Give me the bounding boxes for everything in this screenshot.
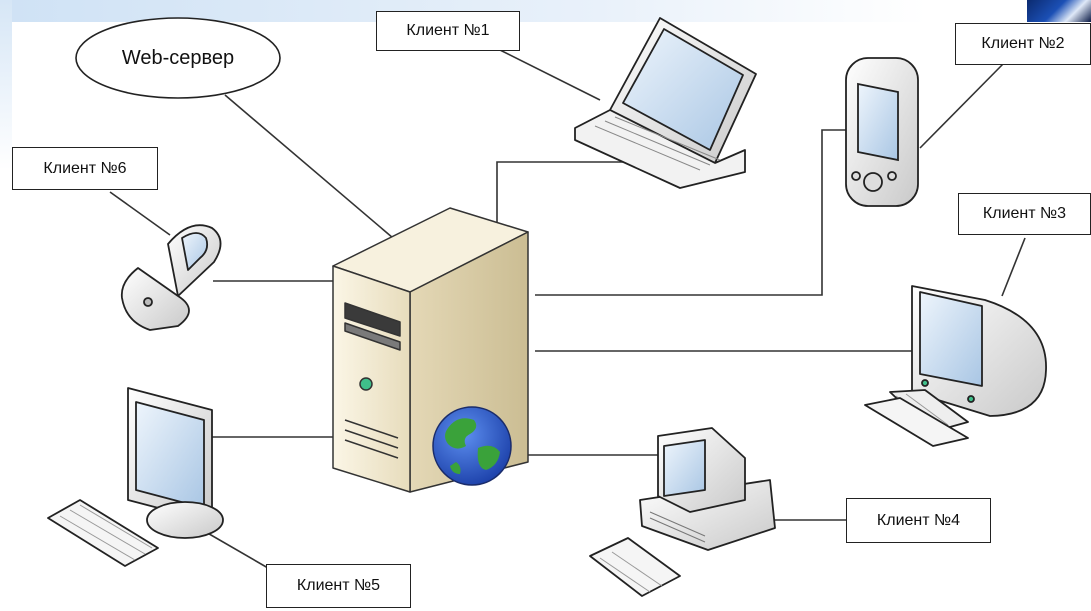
line-client2-callout [919,61,1006,149]
client-4-label: Клиент №4 [846,498,991,543]
client-6-label: Клиент №6 [12,147,158,190]
client-2-label: Клиент №2 [955,23,1091,65]
line-server-client2 [535,129,846,296]
desktop-pc-icon [589,427,776,597]
line-webserver-callout [224,94,394,239]
pda-icon [845,57,919,207]
line-client1-callout [499,49,601,101]
laptop-icon [574,17,757,189]
webserver-ellipse [75,17,281,99]
mobile-phone-icon [120,224,222,331]
line-client3-callout [1001,237,1026,297]
lcd-monitor-icon [47,387,224,567]
webserver-label: Web-сервер [121,46,235,69]
slide-corner-decoration [1027,0,1091,22]
line-globe-client4 [512,454,669,470]
globe-icon [432,406,512,486]
client-5-label: Клиент №5 [266,564,411,608]
slide-left-accent [0,0,12,170]
slide-header-bar [0,0,1091,22]
client-3-label: Клиент №3 [958,193,1091,235]
client-1-label: Клиент №1 [376,11,520,51]
line-server-client1 [496,161,632,226]
crt-monitor-icon [864,285,1047,447]
line-client6-callout [109,191,171,236]
